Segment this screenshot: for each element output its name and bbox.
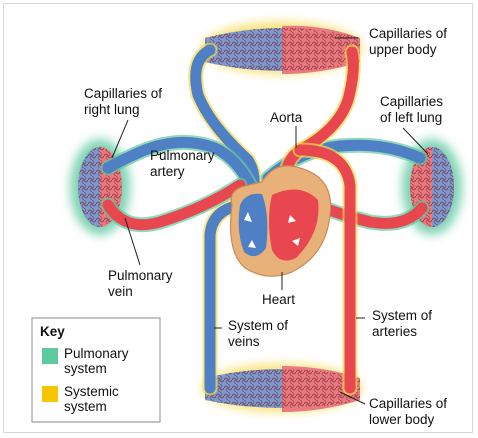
key-item-pulmonary-2: system [64, 361, 107, 376]
key-title: Key [40, 324, 65, 339]
label-system-of-veins-2: veins [228, 334, 260, 349]
label-pulmonary-artery-1: Pulmonary [150, 148, 215, 163]
label-pulmonary-vein-2: vein [108, 284, 133, 299]
label-aorta: Aorta [270, 110, 303, 125]
label-system-of-arteries-2: arteries [372, 324, 417, 339]
label-system-of-veins-1: System of [228, 318, 288, 333]
label-capillaries-left-lung-1: Capillaries [380, 94, 443, 109]
lower-body-capillaries [202, 364, 362, 412]
label-pulmonary-artery-2: artery [150, 164, 185, 179]
label-pulmonary-vein-1: Pulmonary [108, 268, 173, 283]
key-legend: Key Pulmonary system Systemic system [32, 318, 160, 422]
label-capillaries-lower-body-2: lower body [369, 412, 435, 427]
label-heart: Heart [262, 292, 295, 307]
key-swatch-pulmonary [42, 348, 58, 364]
key-item-pulmonary-1: Pulmonary [64, 346, 129, 361]
label-capillaries-upper-body-2: upper body [369, 42, 437, 57]
label-capillaries-upper-body-1: Capillaries of [369, 26, 447, 41]
label-capillaries-lower-body-1: Capillaries of [369, 396, 447, 411]
label-capillaries-right-lung-2: right lung [84, 102, 140, 117]
upper-body-capillaries [202, 22, 362, 74]
label-system-of-arteries-1: System of [372, 308, 432, 323]
key-item-systemic-2: system [64, 399, 107, 414]
label-capillaries-left-lung-2: of left lung [380, 110, 442, 125]
label-capillaries-right-lung-1: Capillaries of [84, 86, 162, 101]
key-item-systemic-1: Systemic [64, 384, 119, 399]
key-swatch-systemic [42, 386, 58, 402]
